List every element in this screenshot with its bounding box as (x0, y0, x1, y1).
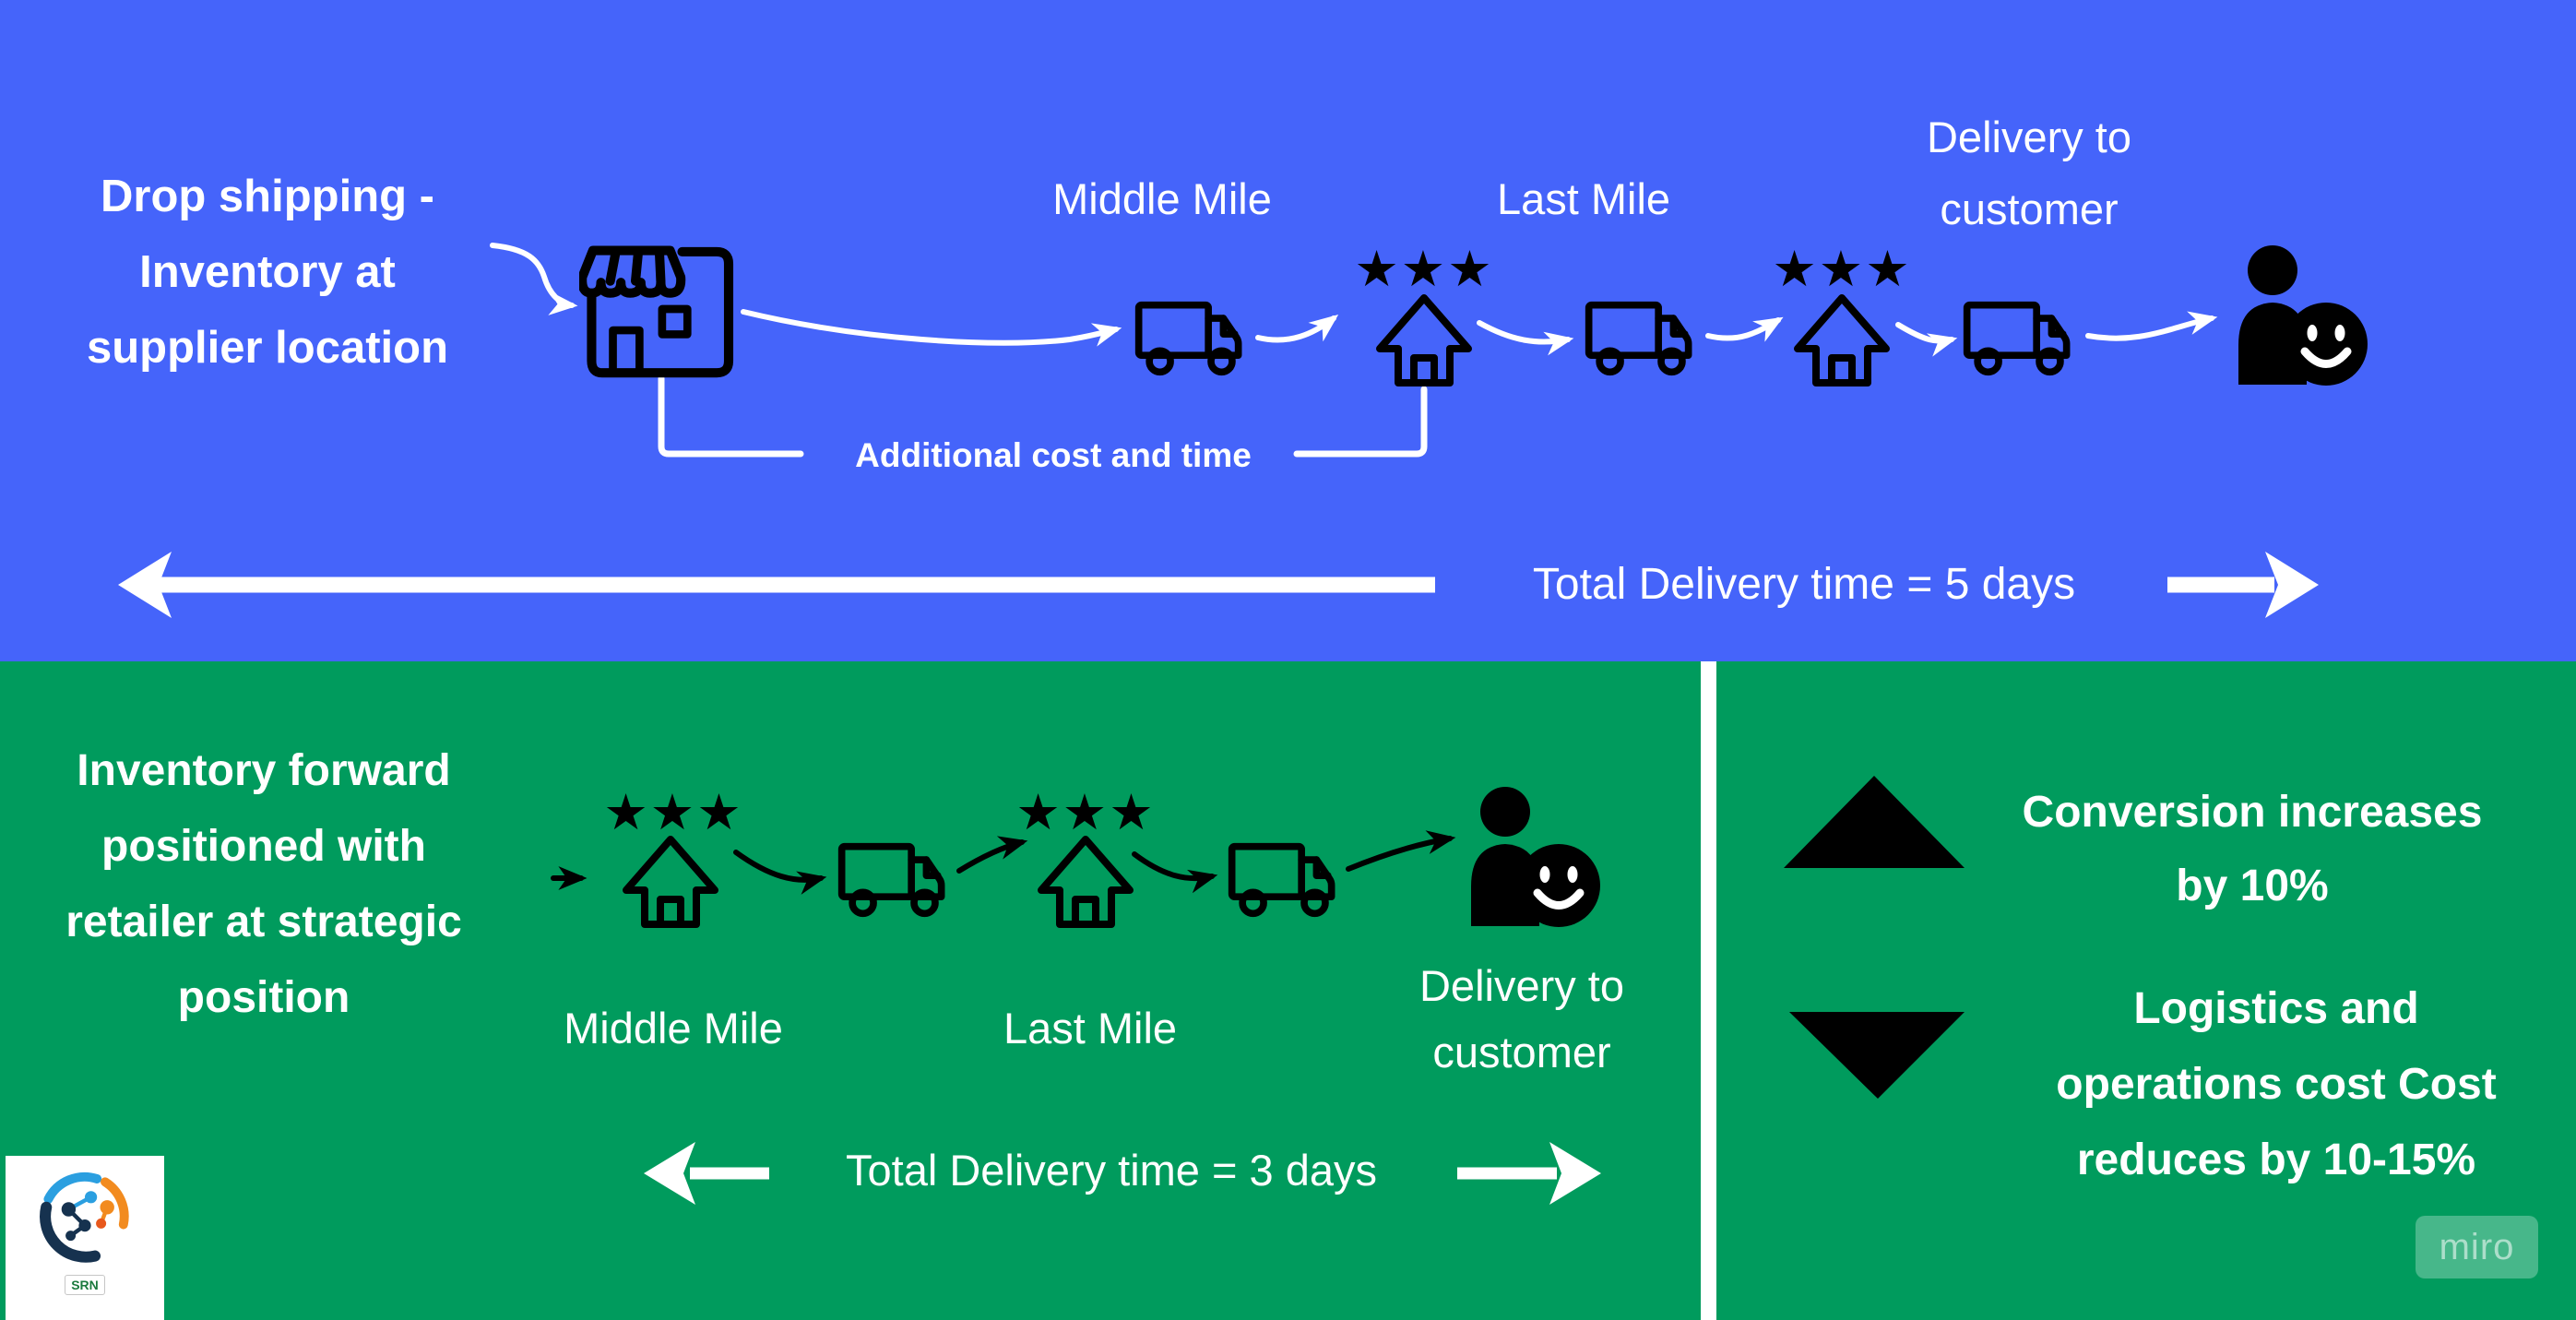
triangle-up-icon (1784, 776, 1965, 868)
truck-icon (1133, 299, 1251, 378)
stat-line: reduces by 10-15% (2076, 1136, 2476, 1184)
warehouse-icon (1037, 835, 1134, 929)
title-line: positioned with (101, 822, 426, 871)
store-icon (579, 240, 740, 378)
truck-icon (1583, 299, 1701, 378)
bottom-section-title: Inventory forward positioned with retail… (0, 733, 528, 1036)
arrow-warehouse-to-truck-2 (1132, 851, 1218, 894)
three-stars-icon: ★★★ (1015, 785, 1156, 840)
arrow-truck-to-warehouse (956, 836, 1028, 874)
title-line: Inventory at (139, 247, 396, 297)
warehouse-icon (1793, 293, 1891, 387)
arrow-truck-to-customer (2085, 311, 2218, 341)
miro-watermark[interactable]: miro (2416, 1216, 2538, 1278)
label-line: customer (1432, 1028, 1611, 1076)
title-line: Drop shipping - (101, 172, 434, 221)
customer-smiley-icon (2230, 244, 2370, 387)
arrow-truck-to-warehouse-2 (1705, 316, 1784, 342)
arrow-warehouse-to-truck-2 (1895, 322, 1958, 357)
logo-caption: SRN (65, 1275, 105, 1295)
label-delivery-to-customer-top: Delivery to customer (1835, 101, 2223, 245)
logistics-cost-stat: Logistics and operations cost Cost reduc… (1974, 971, 2576, 1198)
label-delivery-to-customer-bottom: Delivery to customer (1328, 953, 1715, 1086)
warehouse-icon (622, 835, 719, 929)
warehouse-icon (1375, 293, 1473, 387)
label-line: Delivery to (1926, 113, 2131, 161)
stat-line: by 10% (2176, 862, 2329, 910)
label-last-mile-bottom: Last Mile (1003, 1004, 1178, 1052)
three-stars-icon: ★★★ (603, 785, 743, 840)
triangle-down-icon (1789, 1012, 1965, 1099)
top-section-title: Drop shipping - Inventory at supplier lo… (37, 159, 498, 386)
additional-cost-note: Additional cost and time (855, 436, 1252, 474)
label-middle-mile-top: Middle Mile (1052, 174, 1272, 223)
arrowhead-left (644, 1142, 695, 1205)
title-line: supplier location (86, 323, 449, 373)
arrow-truck-to-warehouse (1255, 315, 1339, 343)
arrow-title-to-store (490, 243, 578, 315)
drop-shipping-section: Drop shipping - Inventory at supplier lo… (0, 0, 2576, 661)
srn-logo (40, 1171, 129, 1263)
label-middle-mile-bottom: Middle Mile (564, 1004, 783, 1052)
three-stars-icon: ★★★ (1772, 242, 1912, 297)
three-stars-icon: ★★★ (1354, 242, 1494, 297)
arrow-warehouse-to-truck (1477, 320, 1574, 356)
arrowhead-right (1549, 1142, 1601, 1205)
section-divider (1701, 661, 1716, 1320)
arrow-store-to-truck (741, 309, 1122, 347)
title-line: position (177, 973, 350, 1022)
customer-smiley-icon (1463, 785, 1603, 929)
label-last-mile-top: Last Mile (1496, 174, 1671, 223)
label-line: Delivery to (1419, 961, 1624, 1010)
stat-line: Logistics and (2133, 984, 2419, 1033)
conversion-stat: Conversion increases by 10% (1955, 776, 2549, 923)
arrow-truck-to-customer (1346, 830, 1456, 872)
total-delivery-label-bottom: Total Delivery time = 3 days (846, 1146, 1377, 1195)
stat-line: Conversion increases (2022, 788, 2483, 837)
truck-icon (1226, 840, 1344, 920)
forward-positioned-section: Inventory forward positioned with retail… (0, 661, 2576, 1320)
total-delivery-label-top: Total Delivery time = 5 days (1532, 560, 2076, 609)
stat-line: operations cost Cost (2056, 1060, 2497, 1109)
label-line: customer (1940, 184, 2119, 233)
truck-icon (1961, 299, 2079, 378)
title-line: retailer at strategic (65, 898, 462, 946)
arrowhead-right (2265, 552, 2319, 618)
logo-container: SRN (6, 1156, 164, 1320)
arrow-warehouse-to-truck (733, 850, 827, 895)
title-line: Inventory forward (77, 746, 451, 795)
truck-icon (836, 840, 954, 920)
arrowhead-left (118, 552, 172, 618)
